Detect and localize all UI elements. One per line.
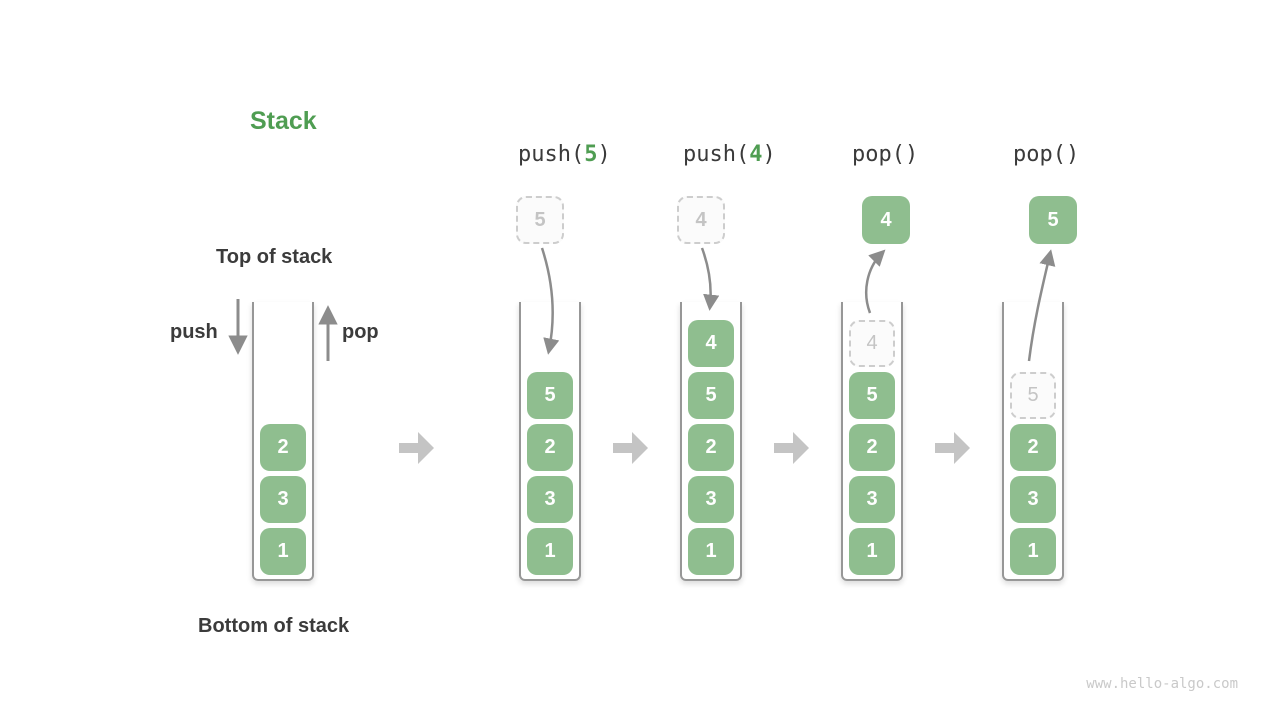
- stack-cell-popped: 4: [849, 320, 895, 367]
- floating-value-box: 4: [677, 196, 725, 244]
- floating-value-box: 4: [862, 196, 910, 244]
- stack-cell: 5: [527, 372, 573, 419]
- next-step-arrow-icon: [935, 432, 970, 464]
- stack-well: [841, 302, 903, 581]
- stack-cell: 4: [688, 320, 734, 367]
- op-header-pop-1: pop(): [852, 142, 918, 167]
- stack-cell: 3: [1010, 476, 1056, 523]
- next-step-arrow-icon: [399, 432, 434, 464]
- op-prefix: push(: [518, 142, 585, 167]
- next-step-arrow-icon: [613, 432, 648, 464]
- stack-cell: 1: [849, 528, 895, 575]
- stack-well: [1002, 302, 1064, 581]
- stack-cell-popped: 5: [1010, 372, 1056, 419]
- op-prefix: pop(: [852, 142, 905, 167]
- floating-value-box: 5: [516, 196, 564, 244]
- stack-cell: 5: [849, 372, 895, 419]
- watermark: www.hello-algo.com: [1086, 676, 1238, 692]
- op-prefix: pop(: [1013, 142, 1066, 167]
- op-header-push-5: push(5): [518, 142, 611, 167]
- floating-value-box: 5: [1029, 196, 1077, 244]
- op-suffix: ): [597, 142, 611, 167]
- bottom-of-stack-label: Bottom of stack: [198, 615, 350, 637]
- op-prefix: push(: [683, 142, 750, 167]
- top-of-stack-label: Top of stack: [216, 246, 333, 268]
- stack-cell: 3: [260, 476, 306, 523]
- stack-cell: 1: [1010, 528, 1056, 575]
- push-label: push: [170, 321, 218, 343]
- pop-label: pop: [342, 321, 379, 343]
- stack-cell: 3: [527, 476, 573, 523]
- op-suffix: ): [904, 142, 919, 167]
- op-suffix: ): [1065, 142, 1080, 167]
- stack-cell: 2: [527, 424, 573, 471]
- op-header-push-4: push(4): [683, 142, 776, 167]
- next-step-arrow-icon: [774, 432, 809, 464]
- stack-cell: 2: [1010, 424, 1056, 471]
- op-suffix: ): [762, 142, 776, 167]
- stack-cell: 1: [260, 528, 306, 575]
- push-4-curve-arrow-icon: [700, 247, 720, 311]
- stack-cell: 1: [688, 528, 734, 575]
- op-argument: 4: [749, 142, 763, 167]
- stack-cell: 3: [849, 476, 895, 523]
- stack-well: [252, 302, 314, 581]
- op-header-pop-2: pop(): [1013, 142, 1079, 167]
- stack-cell: 2: [849, 424, 895, 471]
- stack-well: [519, 302, 581, 581]
- stack-cell: 1: [527, 528, 573, 575]
- op-argument: 5: [584, 142, 598, 167]
- stack-well: [680, 302, 742, 581]
- stack-cell: 2: [688, 424, 734, 471]
- diagram-title: Stack: [250, 107, 317, 135]
- stack-cell: 3: [688, 476, 734, 523]
- stack-cell: 5: [688, 372, 734, 419]
- stack-cell: 2: [260, 424, 306, 471]
